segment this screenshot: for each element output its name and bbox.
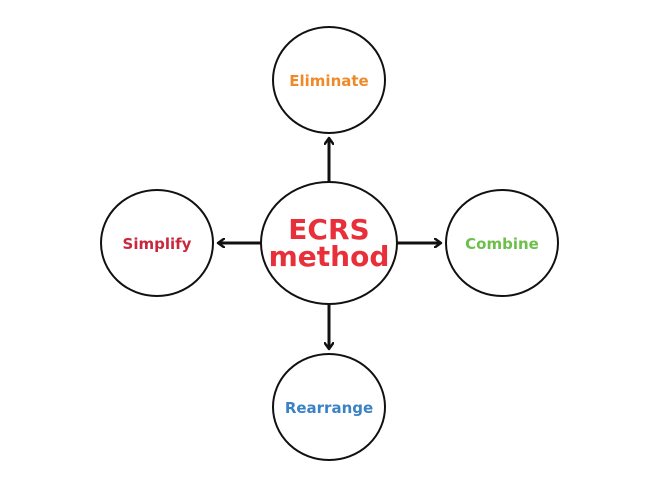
center-circle: [260, 181, 398, 305]
center-title-line1: ECRS: [288, 213, 369, 246]
node-eliminate-label: Eliminate: [289, 72, 368, 90]
node-simplify: Simplify: [100, 189, 214, 297]
node-simplify-circle: [100, 189, 214, 297]
center-title-line2: method: [269, 240, 390, 273]
connector-arrows: [219, 139, 440, 348]
node-simplify-label: Simplify: [123, 235, 192, 253]
node-rearrange: Rearrange: [272, 353, 386, 461]
node-eliminate: Eliminate: [272, 26, 386, 134]
node-eliminate-circle: [272, 26, 386, 134]
node-combine-label: Combine: [465, 235, 539, 253]
node-rearrange-label: Rearrange: [285, 399, 373, 417]
node-rearrange-circle: [272, 353, 386, 461]
node-combine-circle: [445, 189, 559, 297]
center-node: ECRS method: [260, 181, 398, 305]
node-combine: Combine: [445, 189, 559, 297]
